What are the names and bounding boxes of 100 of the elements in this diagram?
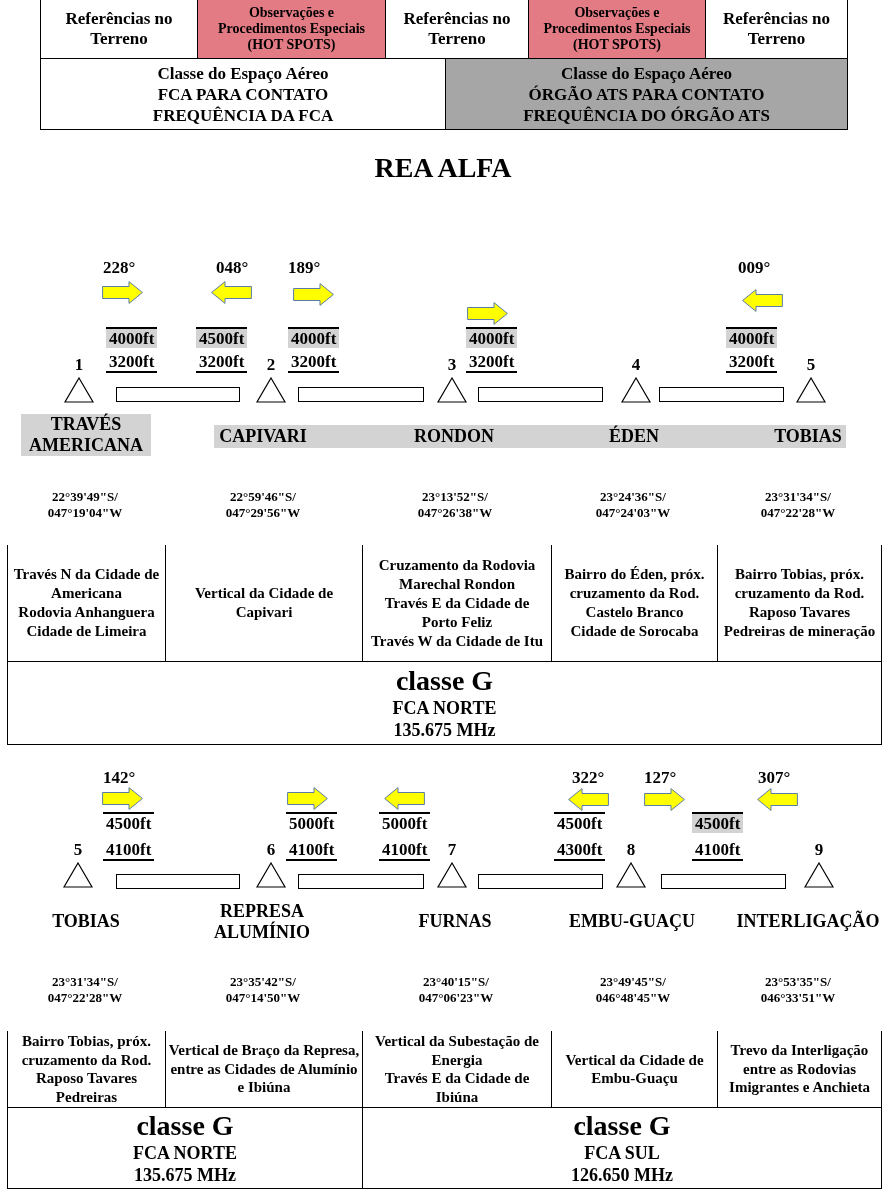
reference-text: Vertical da Cidade de Capivari (193, 584, 335, 622)
fca-name: FCA NORTE (133, 1142, 237, 1164)
ats-unit-header (445, 58, 848, 130)
airspace-class-header (40, 58, 446, 130)
upper-altitude: 5000ft (379, 812, 431, 833)
reference-text: Cidade de Limeira (26, 622, 147, 641)
route-segment-bar (298, 387, 424, 402)
reference-text: Cruzamento da Rodovia Marechal Rondon (377, 555, 537, 594)
frequency: 135.675 MHz (393, 719, 496, 741)
coordinates: 23°31'34"S/ 047°22'28"W (759, 489, 837, 521)
heading-label: 142° (103, 768, 136, 787)
header-text: Classe do Espaço Aéreo (560, 62, 733, 84)
lower-altitude: 4100ft (379, 840, 431, 861)
reference-text: Bairro Tobias, próx. cruzamento da Rod. Raposo Tavares (20, 1032, 153, 1088)
header-text: Referências no Terreno (721, 9, 832, 49)
route-segment-bar (116, 387, 240, 402)
reference-text: Pedreiras (55, 1087, 118, 1106)
coordinates: 23°13'52"S/ 047°26'38"W (416, 489, 494, 521)
lower-altitude: 4300ft (554, 840, 606, 861)
route-segment-bar (116, 874, 240, 889)
reference-text: Cidade de Sorocaba (570, 622, 699, 641)
coordinates: 23°31'34"S/ 047°22'28"W (46, 974, 124, 1006)
heading-label: 322° (572, 768, 605, 787)
heading-label: 307° (758, 768, 791, 787)
reference-text: Través E da Cidade de Ibiúna (383, 1069, 531, 1106)
route-segment-bar (478, 387, 603, 402)
airspace-class-cell (362, 1107, 882, 1189)
header-text: Observações e Procedimentos Especiais (HOT SPOTS) (542, 5, 692, 53)
reference-text: Través E da Cidade de Porto Feliz (383, 593, 531, 632)
lower-altitude: 3200ft (196, 352, 248, 373)
coordinates: 23°53'35"S/ 046°33'51"W (759, 974, 837, 1006)
route-segment-bar (661, 874, 786, 889)
waypoint-name: ÉDEN (609, 426, 659, 447)
waypoint-number: 1 (74, 355, 84, 374)
waypoint-number: 2 (266, 355, 276, 374)
frequency: 135.675 MHz (134, 1164, 236, 1186)
reference-text: Bairro do Éden, próx. cruzamento da Rod. Castelo Branco (563, 565, 706, 622)
upper-altitude: 4000ft (726, 327, 778, 348)
upper-altitude: 4000ft (106, 327, 158, 348)
waypoint-name: EMBU-GUAÇU (569, 911, 695, 932)
header-text: Observações e Procedimentos Especiais (HOT SPOTS) (216, 5, 367, 53)
upper-altitude: 4000ft (466, 327, 518, 348)
airspace-class-cell (7, 1107, 363, 1189)
waypoint-name: INTERLIGAÇÃO (736, 911, 880, 932)
waypoint-name: FURNAS (418, 911, 492, 932)
upper-altitude: 4500ft (103, 812, 155, 833)
header-text: FREQUÊNCIA DO ÓRGÃO ATS (523, 104, 770, 126)
reference-text: Vertical da Cidade de Embu-Guaçu (564, 1050, 705, 1088)
airspace-class: classe G (395, 665, 494, 697)
fca-name: FCA SUL (584, 1142, 660, 1164)
route-segment-bar (478, 874, 603, 889)
hot-spots-header (528, 0, 706, 59)
upper-altitude: 4000ft (288, 327, 340, 348)
lower-altitude: 4100ft (103, 840, 155, 861)
heading-label: 228° (103, 258, 136, 277)
upper-altitude: 4500ft (196, 327, 248, 348)
header-text: ÓRGÃO ATS PARA CONTATO (528, 83, 765, 105)
reference-text: Rodovia Anhanguera (18, 603, 155, 622)
header-text: Classe do Espaço Aéreo (157, 62, 329, 84)
reference-text: Través W da Cidade de Itu (370, 631, 544, 651)
waypoint-name: TOBIAS (774, 426, 842, 447)
upper-altitude: 4500ft (692, 812, 744, 833)
coordinates: 23°35'42"S/ 047°14'50"W (224, 974, 302, 1006)
lower-altitude: 3200ft (466, 352, 518, 373)
heading-label: 009° (738, 258, 771, 277)
airspace-class: classe G (573, 1110, 671, 1142)
waypoint-number: 7 (447, 840, 457, 859)
waypoint-number: 8 (626, 840, 636, 859)
route-segment-bar (659, 387, 784, 402)
waypoint-number: 5 (806, 355, 816, 374)
coordinates: 23°49'45"S/ 046°48'45"W (594, 974, 672, 1006)
reference-text: Vertical da Subestação de Energia (374, 1032, 540, 1069)
coordinates: 23°24'36"S/ 047°24'03"W (594, 489, 672, 521)
upper-altitude: 4500ft (554, 812, 606, 833)
waypoint-name: REPRESA ALUMÍNIO (213, 901, 311, 943)
waypoint-number: 9 (814, 840, 824, 859)
fca-name: FCA NORTE (392, 697, 497, 719)
reference-text: Vertical de Braço da Represa, entre as Cidades de Alumínio e Ibiúna (168, 1041, 360, 1097)
waypoint-number: 3 (447, 355, 457, 374)
reference-text: Bairro Tobias, próx. cruzamento da Rod. Raposo Tavares (733, 565, 866, 622)
header-text: FCA PARA CONTATO (157, 83, 329, 105)
lower-altitude: 3200ft (288, 352, 340, 373)
waypoint-number: 4 (631, 355, 641, 374)
heading-label: 048° (216, 258, 249, 277)
coordinates: 22°39'49"S/ 047°19'04"W (46, 489, 124, 521)
waypoint-number: 5 (73, 840, 83, 859)
header-text: FREQUÊNCIA DA FCA (152, 104, 334, 126)
waypoint-name: RONDON (414, 426, 494, 447)
chart-title: REA ALFA (374, 152, 512, 183)
lower-altitude: 3200ft (726, 352, 778, 373)
waypoint-name: CAPIVARI (219, 426, 307, 447)
upper-altitude: 5000ft (286, 812, 338, 833)
reference-text: Través N da Cidade de Americana (12, 565, 161, 603)
hot-spots-header (197, 0, 386, 59)
heading-label: 127° (644, 768, 677, 787)
waypoint-name: TOBIAS (52, 911, 120, 932)
header-text: Referências no Terreno (402, 9, 512, 49)
waypoint-number: 6 (266, 840, 276, 859)
route-segment-bar (298, 874, 424, 889)
waypoint-name: TRAVÉS AMERICANA (21, 414, 151, 456)
